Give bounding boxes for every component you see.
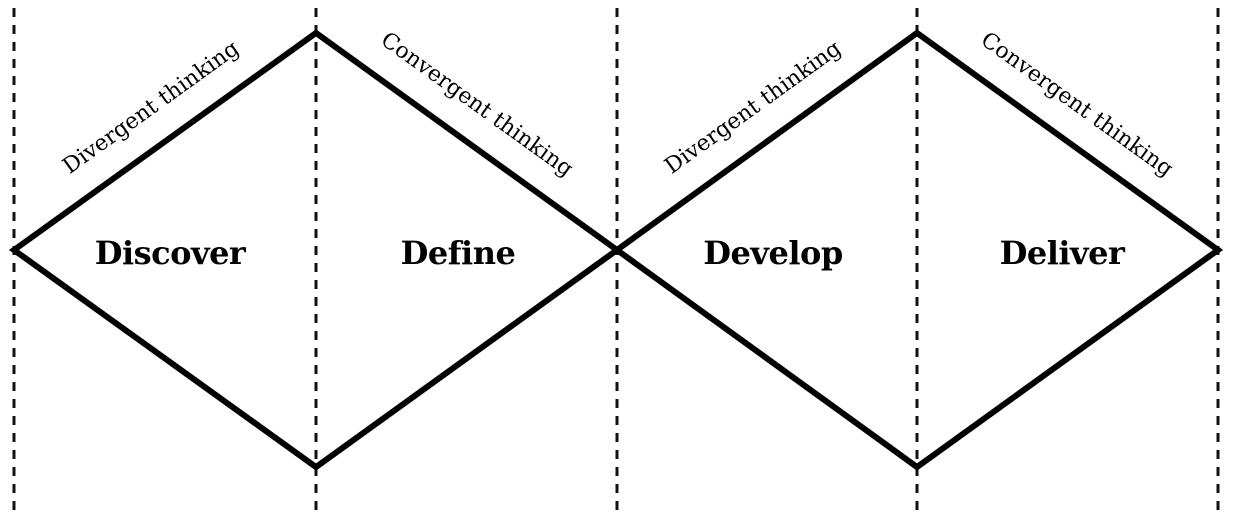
second-diamond <box>611 29 1224 471</box>
phase-label-discover: Discover <box>95 234 247 272</box>
phase-label-define: Define <box>401 234 516 272</box>
thinking-label-convergent-2: Convergent thinking <box>976 27 1177 182</box>
phase-label-develop: Develop <box>703 234 843 272</box>
phase-label-deliver: Deliver <box>1000 234 1126 272</box>
thinking-label-convergent-1: Convergent thinking <box>376 27 577 182</box>
